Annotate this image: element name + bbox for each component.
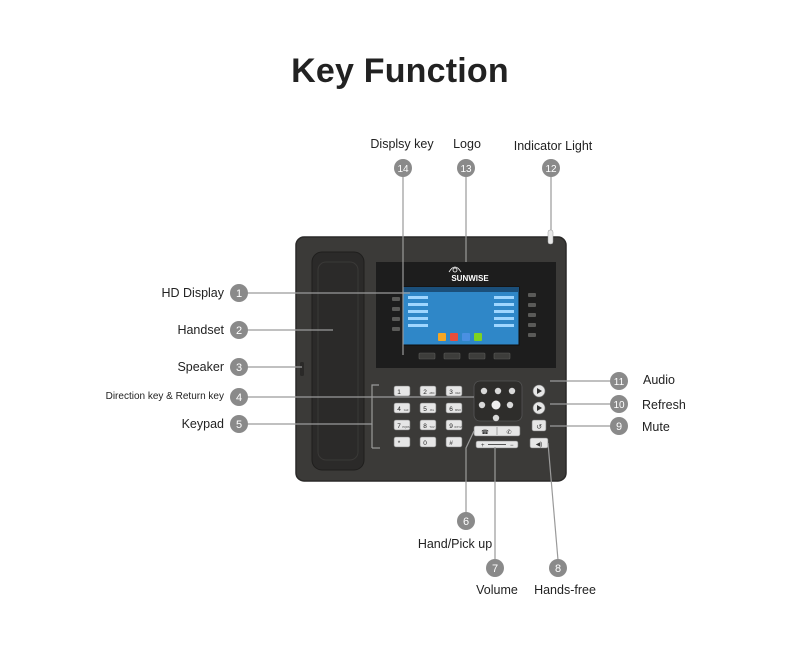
right-line-keys xyxy=(528,293,536,337)
callout-number: 10 xyxy=(613,400,625,411)
left-line-keys xyxy=(392,297,400,331)
callout-marker: 14 xyxy=(394,159,412,177)
label-audio: Audio xyxy=(643,373,675,387)
handset xyxy=(311,251,365,471)
callout-number: 3 xyxy=(236,362,242,374)
keypad-key-letters: WXYZ xyxy=(454,425,462,429)
brand-logo: SUNWISE xyxy=(451,274,489,283)
screen-right-lines xyxy=(494,296,514,327)
callout-marker: 2 xyxy=(230,321,248,339)
label-refresh: Refresh xyxy=(642,398,686,412)
callout-marker: 9 xyxy=(610,417,628,435)
display-soft-keys xyxy=(418,352,511,360)
keypad-key-digit: 8 xyxy=(423,423,427,430)
label-hd-display: HD Display xyxy=(161,286,224,300)
keypad-key-digit: 6 xyxy=(449,406,453,413)
hd-display-screen xyxy=(402,286,520,346)
callout-marker: 8 xyxy=(549,559,567,577)
label-keypad: Keypad xyxy=(181,417,224,431)
keypad-key-digit: # xyxy=(449,440,453,447)
screen-status-bar xyxy=(403,287,519,292)
keypad-key-digit: 3 xyxy=(449,389,453,396)
keypad-key-letters: TUV xyxy=(429,425,434,429)
callout-marker: 6 xyxy=(457,512,475,530)
label-logo: Logo xyxy=(453,137,481,151)
keypad-key: * xyxy=(393,436,411,448)
direction-keys xyxy=(478,387,516,422)
keypad-key-digit: * xyxy=(398,440,401,447)
callout-number: 12 xyxy=(545,164,557,175)
screen-left-lines xyxy=(408,296,428,327)
callout-number: 8 xyxy=(555,563,561,575)
callout-marker: 13 xyxy=(457,159,475,177)
callout-number: 11 xyxy=(614,377,625,388)
callout-marker: 7 xyxy=(486,559,504,577)
volume-plus-icon: + xyxy=(481,443,485,449)
callout-marker: 3 xyxy=(230,358,248,376)
callout-marker: 1 xyxy=(230,284,248,302)
callout-number: 5 xyxy=(236,419,242,431)
keypad-key-digit: 9 xyxy=(449,423,453,430)
callout-number: 6 xyxy=(463,516,469,528)
label-display-key: Displsy key xyxy=(370,137,434,151)
callout-marker: 10 xyxy=(610,395,628,413)
callout-number: 4 xyxy=(236,392,242,404)
indicator-light xyxy=(547,229,554,245)
keypad-key-letters: PQRS xyxy=(402,425,410,429)
callout-number: 14 xyxy=(397,164,409,175)
keypad-key-letters: ABC xyxy=(429,391,434,395)
callout-number: 9 xyxy=(616,421,622,433)
callout-marker: 12 xyxy=(542,159,560,177)
label-indicator-light: Indicator Light xyxy=(513,139,593,153)
label-hand-pick-up: Hand/Pick up xyxy=(417,537,493,551)
callout-number: 2 xyxy=(236,325,242,337)
callout-marker: 11 xyxy=(610,372,628,390)
label-direction-return-key: Direction key & Return key xyxy=(105,391,224,402)
label-volume: Volume xyxy=(476,583,518,597)
keypad-key-digit: 1 xyxy=(397,389,401,396)
svg-text:◀): ◀) xyxy=(536,442,543,448)
keypad-key-digit: 5 xyxy=(423,406,427,413)
speaker xyxy=(300,362,304,376)
keypad-key: 0 xyxy=(419,436,437,448)
label-hands-free: Hands-free xyxy=(534,583,596,597)
leader-lines xyxy=(247,176,610,561)
hangup-icon: ✆ xyxy=(506,429,511,436)
page-title: Key Function xyxy=(291,52,509,90)
keypad-key-digit: 7 xyxy=(397,423,401,430)
callout-number: 13 xyxy=(460,164,472,175)
mute-key-icon xyxy=(531,419,547,432)
keypad-key-letters: GHI xyxy=(404,408,409,412)
keypad-key-digit: 4 xyxy=(397,406,401,413)
callout-number: 1 xyxy=(236,288,242,300)
logo-icon xyxy=(448,266,462,273)
callout-marker: 5 xyxy=(230,415,248,433)
label-handset: Handset xyxy=(177,323,224,337)
keypad-key-digit: 2 xyxy=(423,389,427,396)
keypad-key: # xyxy=(445,436,463,448)
handset-highlight xyxy=(317,261,359,461)
svg-text:↺: ↺ xyxy=(536,424,542,431)
keypad-key-digit: 0 xyxy=(423,440,427,447)
keypad-key-letters: MNO xyxy=(455,408,461,412)
volume-minus-icon: − xyxy=(510,443,514,449)
keypad-key-letters: JKL xyxy=(430,408,435,412)
keypad-key: 1 xyxy=(393,385,411,397)
screen-app-icons xyxy=(438,333,482,341)
label-speaker: Speaker xyxy=(177,360,224,374)
keypad-key-letters: DEF xyxy=(455,391,461,395)
callout-number: 7 xyxy=(492,563,498,575)
pickup-icon: ☎ xyxy=(481,429,489,436)
label-mute: Mute xyxy=(642,420,670,434)
callout-marker: 4 xyxy=(230,388,248,406)
